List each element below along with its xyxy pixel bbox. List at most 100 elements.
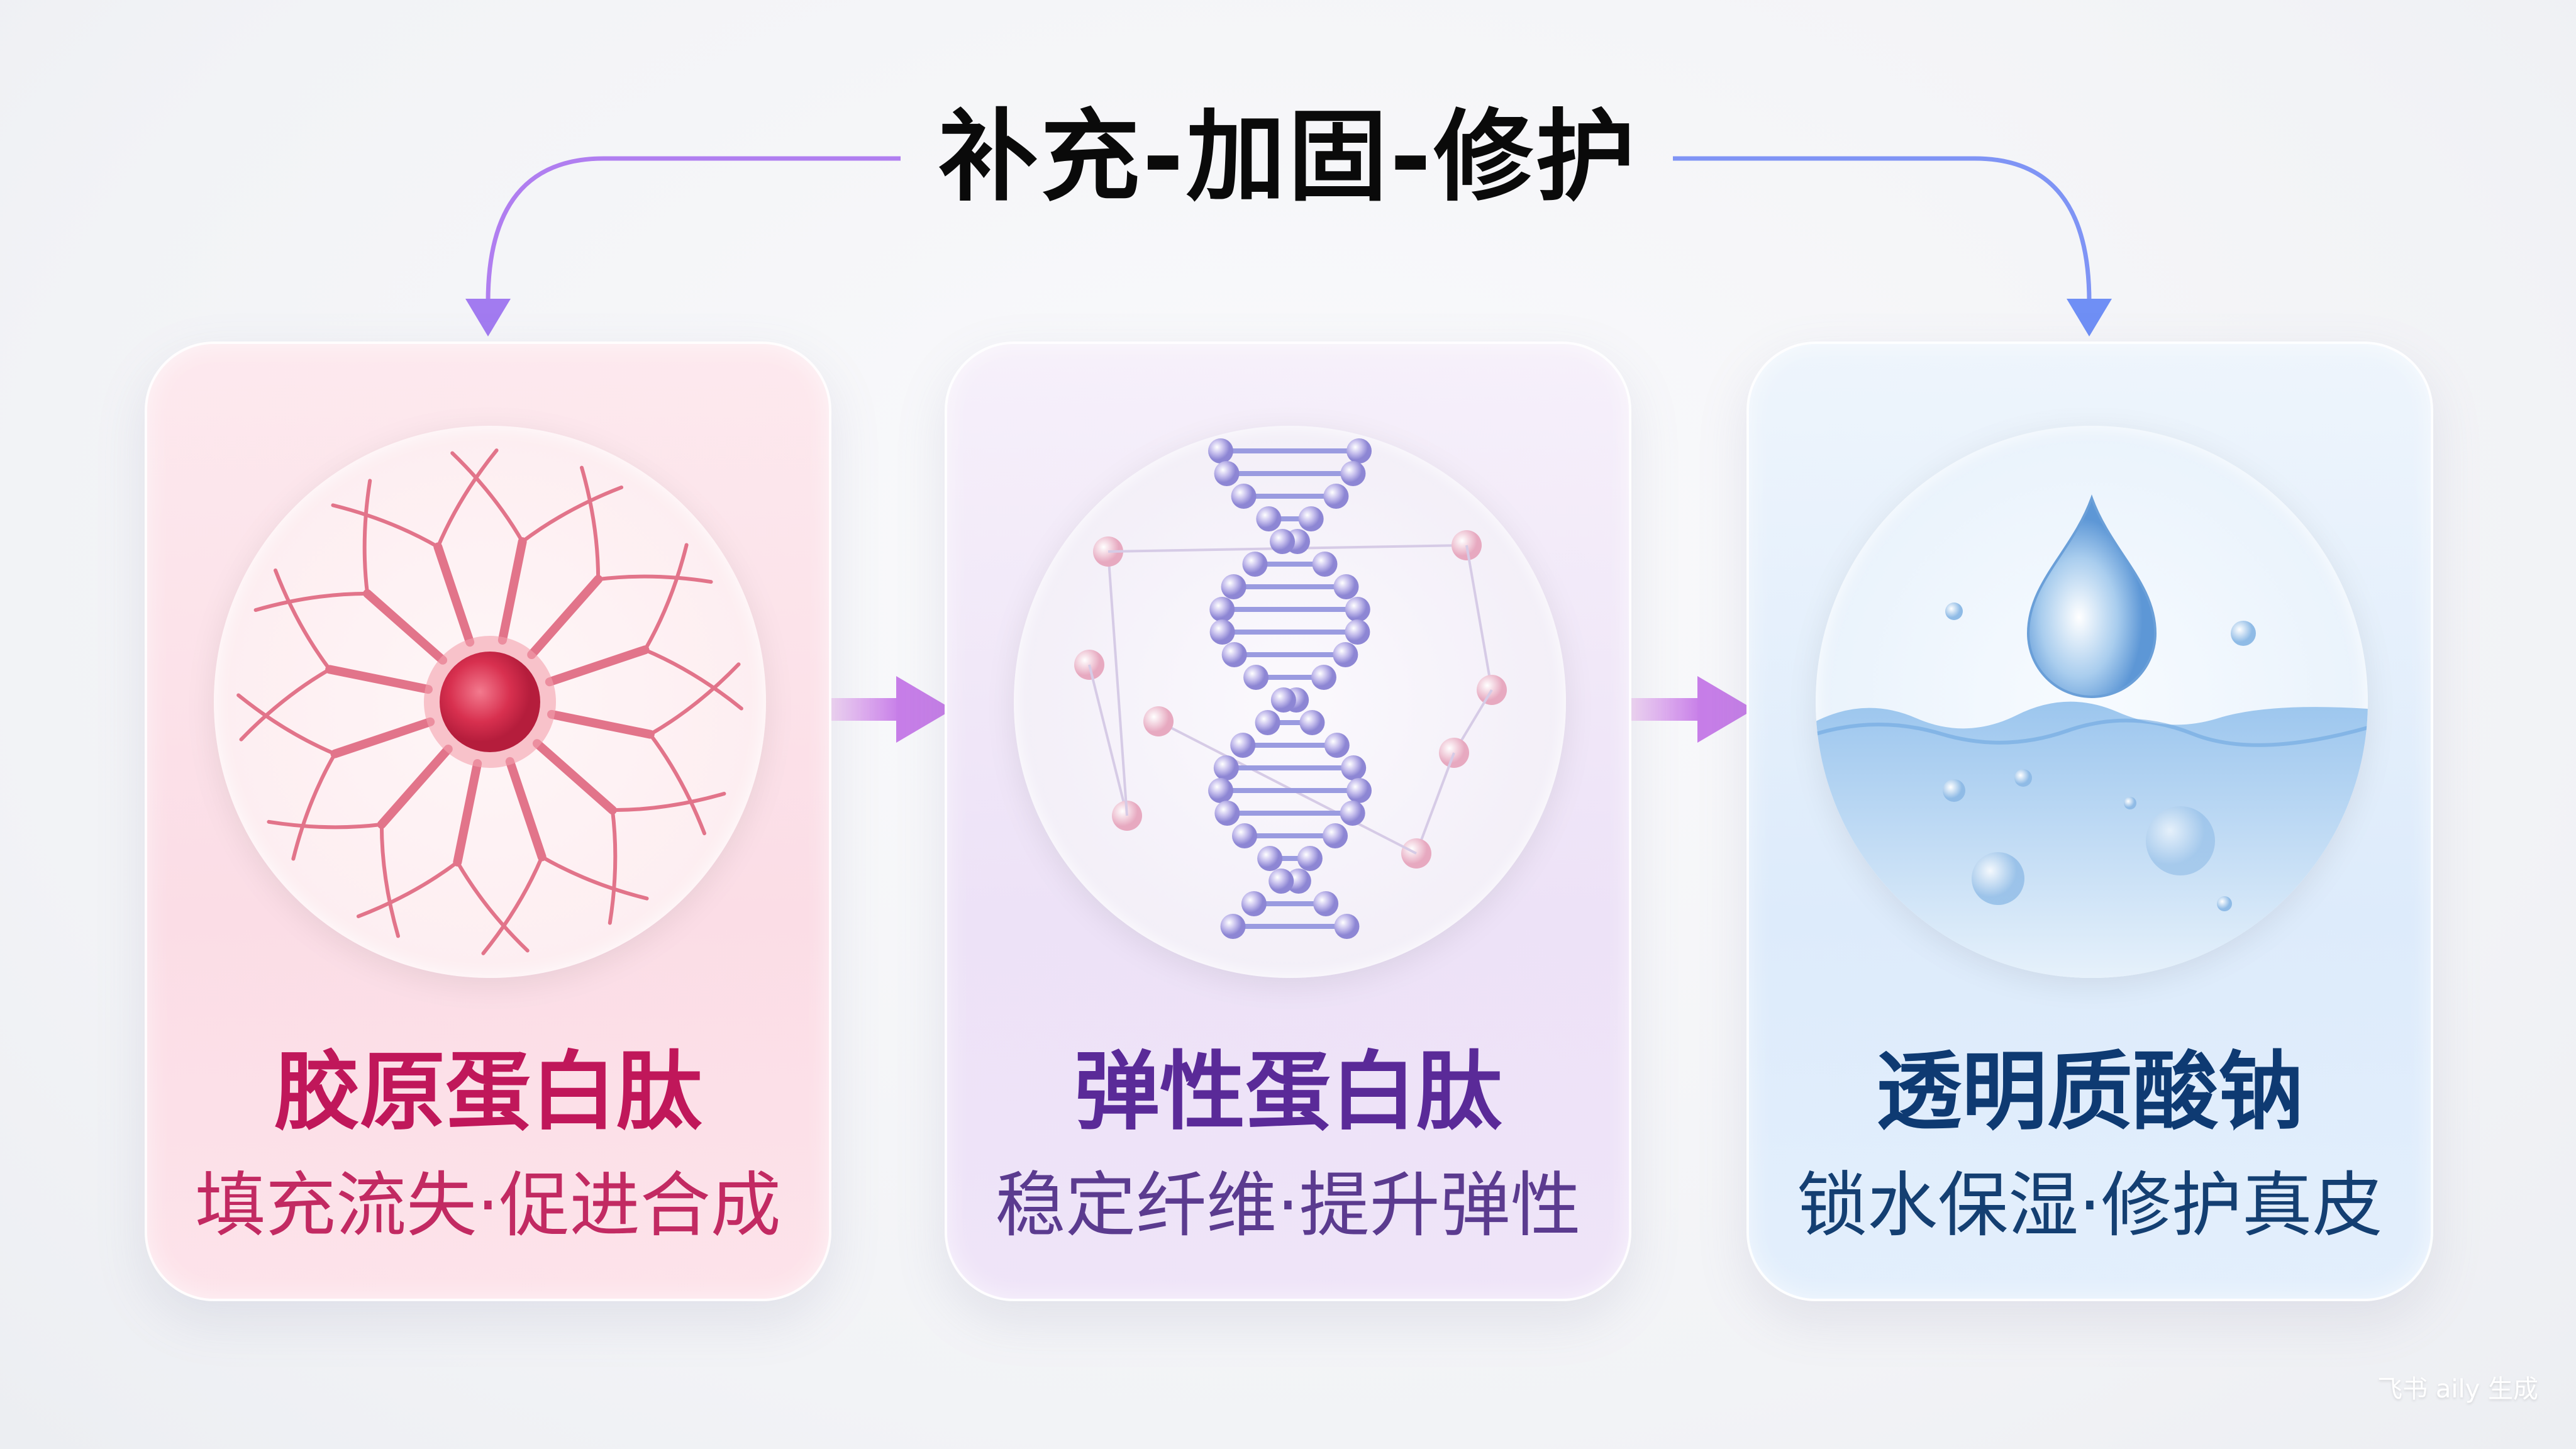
dendrite-branch: [267, 819, 384, 830]
page-title: 补充-加固-修护: [938, 99, 1638, 215]
dendrite: [547, 709, 655, 739]
dendrite: [363, 589, 448, 665]
dendrite-branch: [356, 860, 460, 919]
dendrite-branch: [643, 648, 743, 711]
card-title: 弹性蛋白肽: [1074, 1043, 1502, 1142]
dendrite: [527, 575, 603, 660]
dendrite: [453, 759, 482, 867]
helix-bead: [1214, 801, 1240, 826]
helix-bead: [1231, 823, 1257, 848]
helix-bead: [1256, 506, 1282, 531]
helix-bead: [1299, 710, 1325, 735]
dendrite-branch: [379, 822, 401, 938]
helix-bead: [1230, 733, 1256, 758]
dendrite-branch: [520, 485, 624, 544]
molecule-bond: [1415, 752, 1455, 854]
helix-bead: [1208, 438, 1233, 464]
helix-bead: [1242, 552, 1268, 577]
helix-bead: [1221, 642, 1247, 667]
helix-bead: [1333, 642, 1358, 667]
dendrite: [505, 757, 547, 862]
helix-bead: [1214, 461, 1240, 486]
helix-bead: [1208, 778, 1234, 803]
helix-bead: [1341, 755, 1367, 780]
helix-bead: [1243, 665, 1269, 690]
dendrite: [377, 744, 453, 829]
helix-bead: [1297, 846, 1323, 871]
arrowhead-right-icon: [2067, 299, 2112, 336]
card-elastin-peptide: 弹性蛋白肽 稳定纤维·提升弹性: [945, 341, 1631, 1301]
molecule-bond: [1465, 545, 1493, 691]
helix-bead: [1323, 484, 1349, 509]
dendrite-branch: [236, 693, 337, 756]
dendrite: [497, 537, 527, 645]
dendrite-branch: [608, 808, 618, 925]
card-title: 胶原蛋白肽: [274, 1043, 702, 1142]
dendrite-branch: [455, 860, 530, 953]
dna-icon: [1014, 426, 1566, 978]
helix-bead: [1324, 733, 1350, 758]
dendrite-branch: [648, 662, 741, 736]
helix-bead: [1270, 529, 1296, 554]
helix-bead: [1333, 574, 1359, 599]
watermark: 飞书 aily 生成: [2377, 1375, 2538, 1404]
helix-bead: [1285, 869, 1311, 894]
dendrite-branch: [291, 752, 337, 861]
molecule-bond: [1088, 664, 1128, 816]
arrowhead-left-icon: [465, 299, 511, 336]
step-arrow-2-icon: [1631, 676, 1754, 743]
dendrite-branch: [579, 465, 601, 582]
helix-bead: [1346, 438, 1372, 464]
helix-bead: [1312, 552, 1338, 577]
card-description: 稳定纤维·提升弹性: [995, 1165, 1581, 1246]
helix-bead: [1269, 869, 1294, 894]
helix-bead: [1257, 846, 1283, 871]
dendrite-branch: [253, 591, 370, 613]
droplet: [2026, 494, 2157, 698]
helix-bead: [1231, 484, 1257, 509]
helix-bead: [1209, 619, 1235, 645]
helix-bead: [1270, 687, 1296, 713]
card-title: 透明质酸钠: [1876, 1043, 2304, 1142]
dendrite-branch: [362, 479, 372, 596]
card-sodium-hyaluronate: 透明质酸钠 锁水保湿·修护真皮: [1746, 341, 2433, 1301]
cell-icon: [214, 426, 766, 978]
card-collagen-peptide: 胶原蛋白肽 填充流失·促进合成: [145, 341, 831, 1301]
helix-bead: [1221, 574, 1246, 599]
dendrite: [433, 542, 475, 647]
helix-bead: [1313, 891, 1339, 916]
dendrite-branch: [648, 732, 707, 836]
helix-bead: [1334, 914, 1360, 939]
dendrite-branch: [239, 667, 332, 741]
dendrite: [532, 739, 617, 815]
dendrite-branch: [610, 791, 726, 813]
step-arrow-1-icon: [830, 676, 953, 743]
dendrite-branch: [273, 568, 332, 672]
card-description: 锁水保湿·修护真皮: [1797, 1165, 2383, 1246]
dendrite-branch: [331, 503, 440, 549]
helix-bead: [1340, 801, 1365, 826]
molecule-node: [1143, 706, 1174, 736]
helix-bead: [1213, 755, 1239, 780]
molecule-bond: [1158, 720, 1417, 855]
helix-bead: [1345, 597, 1370, 622]
helix-bead: [1340, 461, 1366, 486]
dendrite: [325, 665, 433, 694]
card-description: 填充流失·促进合成: [195, 1165, 781, 1246]
helix-bead: [1298, 506, 1324, 531]
helix-bead: [1255, 710, 1280, 735]
cycle-arrow-left: [486, 156, 901, 303]
helix-bead: [1311, 665, 1336, 690]
helix-bead: [1323, 823, 1348, 848]
helix-bead: [1345, 619, 1370, 645]
dendrite: [545, 645, 650, 687]
dendrite-branch: [450, 451, 525, 544]
dendrite: [330, 717, 435, 758]
cycle-arrow-right: [1673, 156, 2092, 303]
helix-bead: [1346, 778, 1372, 803]
dendrite-branch: [643, 543, 689, 652]
dendrite-branch: [481, 855, 544, 955]
dendrite-branch: [436, 448, 499, 549]
molecule-bond: [1107, 551, 1128, 816]
